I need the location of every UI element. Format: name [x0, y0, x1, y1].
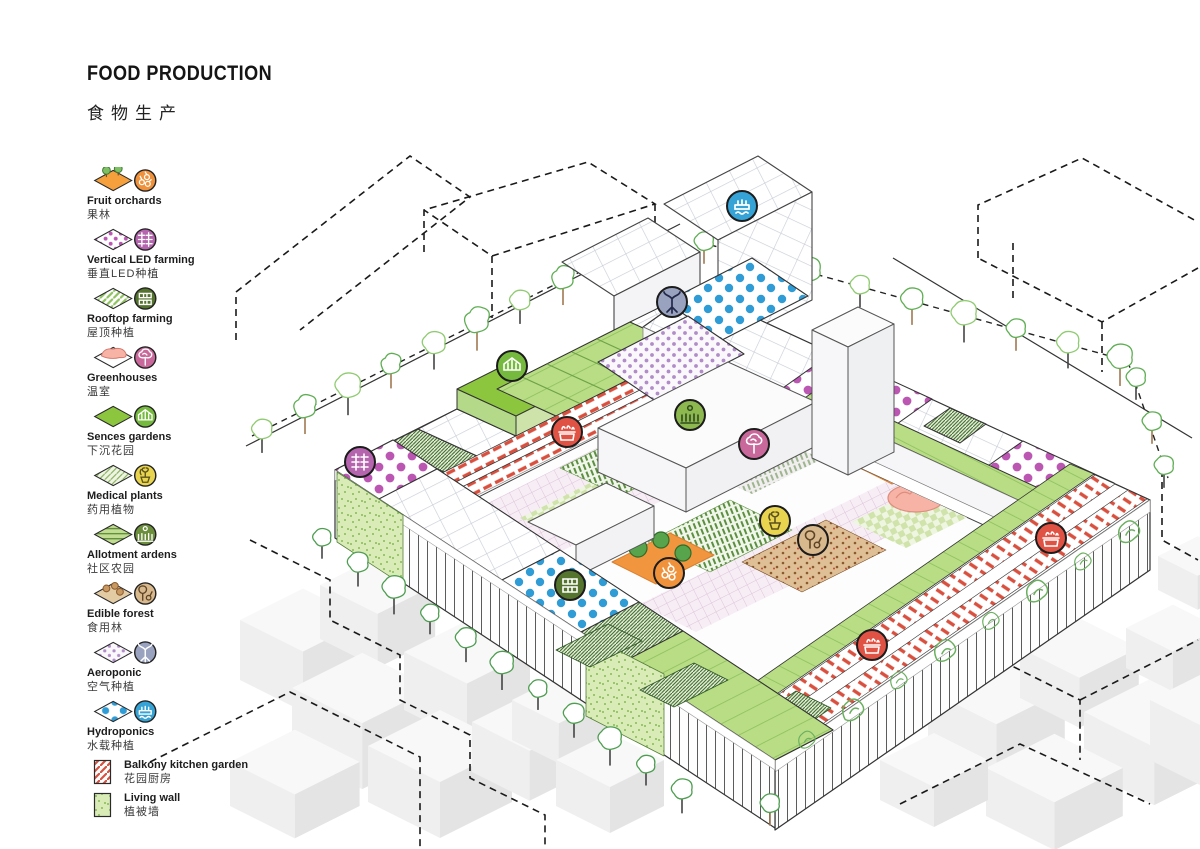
- legend-swatch-and-icon: [93, 287, 157, 310]
- legend-label-zh: 屋顶种植: [87, 327, 135, 339]
- legend-strip-swatch: [93, 759, 112, 785]
- legend-label-en: Hydroponics: [87, 726, 155, 738]
- legend-label-zh: 社区农园: [87, 563, 135, 575]
- page-title: FOOD PRODUCTION: [87, 62, 273, 85]
- legend-label-en: Medical plants: [87, 490, 163, 502]
- legend-swatch-and-icon: [93, 641, 157, 664]
- legend-label-zh: 垂直LED种植: [87, 268, 160, 280]
- map-icon-sences-gardens: [496, 350, 528, 382]
- map-icon-allotment-ardens: [674, 399, 706, 431]
- legend-item-rooftop-farming: Rooftop farming 屋顶种植: [87, 285, 272, 340]
- sw-wing: [334, 439, 834, 829]
- se-wing: [694, 463, 1151, 831]
- legend-label-en: Living wall: [124, 792, 181, 804]
- legend-label-zh: 温室: [87, 386, 111, 398]
- legend: Fruit orchards 果林 Vertical LED farming 垂…: [87, 167, 272, 819]
- legend-swatch-and-icon: [93, 523, 157, 546]
- map-icons: [344, 190, 1067, 661]
- map-icon-balkony-kitchen-garden: [856, 629, 888, 661]
- legend-swatch-and-icon: [93, 167, 157, 192]
- legend-label-zh: 花园厨房: [124, 773, 172, 785]
- legend-item-vertical-led-farming: Vertical LED farming 垂直LED种植: [87, 226, 272, 281]
- legend-label-en: Vertical LED farming: [87, 254, 195, 266]
- map-icon-rooftop-farming: [554, 569, 586, 601]
- north-dotted-roofs: [597, 257, 809, 401]
- legend-item-living-wall: Living wall 植被墙: [93, 792, 272, 819]
- urban-block: [334, 155, 1151, 831]
- legend-label-en: Aeroponic: [87, 667, 142, 679]
- legend-label-en: Greenhouses: [87, 372, 158, 384]
- map-icon-fruit-orchards: [653, 557, 685, 589]
- page-subtitle: 食物生产: [87, 104, 183, 123]
- legend-label-zh: 食用林: [87, 622, 123, 634]
- legend-item-aeroponic: Aeroponic 空气种植: [87, 639, 272, 694]
- map-icon-balkony-kitchen-garden: [551, 416, 583, 448]
- legend-label-en: Rooftop farming: [87, 313, 173, 325]
- legend-item-allotment-ardens: Allotment ardens 社区农园: [87, 521, 272, 576]
- legend-item-edible-forest: Edible forest 食用林: [87, 580, 272, 635]
- map-icon-aeroponic: [656, 286, 688, 318]
- legend-label-zh: 果林: [87, 209, 111, 221]
- legend-label-en: Sences gardens: [87, 431, 172, 443]
- legend-swatch-and-icon: [93, 346, 157, 369]
- legend-swatch-and-icon: [93, 700, 157, 723]
- map-icon-balkony-kitchen-garden: [1035, 522, 1067, 554]
- map-icon-hydroponics: [726, 190, 758, 222]
- legend-label-en: Edible forest: [87, 608, 154, 620]
- legend-label-en: Balkony kitchen garden: [124, 759, 249, 771]
- street-trees-front: [312, 520, 1141, 826]
- legend-item-sences-gardens: Sences gardens 下沉花园: [87, 403, 272, 458]
- legend-swatch-and-icon: [93, 464, 157, 487]
- legend-label-zh: 空气种植: [87, 681, 135, 693]
- legend-label-en: Fruit orchards: [87, 195, 162, 207]
- legend-item-medical-plants: Medical plants 药用植物: [87, 462, 272, 517]
- legend-swatch-and-icon: [93, 405, 157, 428]
- legend-label-en: Allotment ardens: [87, 549, 177, 561]
- legend-item-balkony-kitchen-garden: Balkony kitchen garden 花园厨房: [93, 759, 272, 786]
- map-icon-vertical-led-farming: [344, 446, 376, 478]
- map-icon-edible-forest: [797, 524, 829, 556]
- legend-label-zh: 植被墙: [124, 806, 160, 818]
- legend-swatch-and-icon: [93, 582, 157, 605]
- map-icon-greenhouses: [738, 428, 770, 460]
- legend-swatch-and-icon: [93, 228, 157, 251]
- legend-label-zh: 水载种植: [87, 740, 135, 752]
- legend-item-fruit-orchards: Fruit orchards 果林: [87, 167, 272, 222]
- legend-item-hydroponics: Hydroponics 水载种植: [87, 698, 272, 753]
- legend-label-zh: 下沉花园: [87, 445, 135, 457]
- legend-label-zh: 药用植物: [87, 504, 135, 516]
- legend-strip-swatch: [93, 792, 112, 818]
- legend-item-greenhouses: Greenhouses 温室: [87, 344, 272, 399]
- map-icon-medical-plants: [759, 505, 791, 537]
